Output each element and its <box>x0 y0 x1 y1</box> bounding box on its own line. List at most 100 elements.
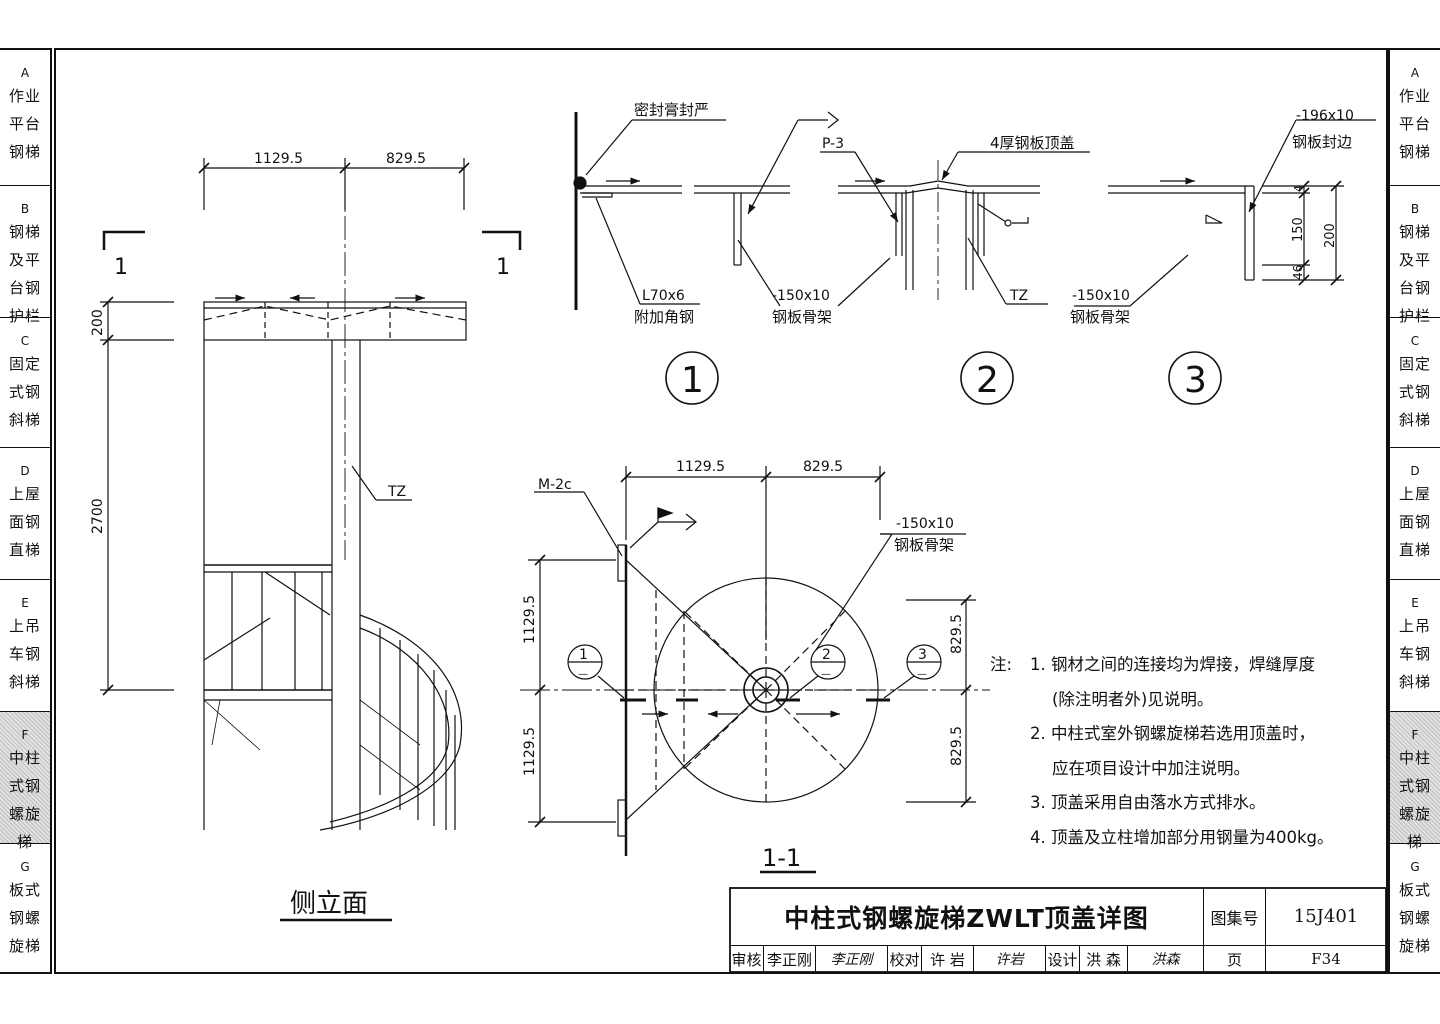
left-tab-letter: E <box>21 596 29 610</box>
elev-dim-right: 829.5 <box>386 151 426 167</box>
reviewer-signature: 李正刚 <box>816 946 888 972</box>
left-tab-e[interactable]: E 上吊车钢斜梯 <box>0 580 50 712</box>
left-tab-text: 斜梯 <box>8 411 41 429</box>
plan-ref-3-dash: — <box>917 669 927 680</box>
left-tab-text: 面钢 <box>8 513 41 531</box>
right-tab-letter: D <box>1410 464 1420 478</box>
checker-name: 许 岩 <box>922 946 974 972</box>
right-tab-text: 上屋 <box>1398 485 1431 503</box>
right-tab-text: 面钢 <box>1398 513 1431 531</box>
right-tab-text: 斜梯 <box>1398 411 1431 429</box>
d3-edge-name: 钢板封边 <box>1292 133 1352 151</box>
check-label: 校对 <box>888 946 922 972</box>
right-tab-text: 梯 <box>1406 833 1423 851</box>
right-tab-letter: F <box>1411 728 1419 742</box>
d3-dim-200: 200 <box>1323 223 1338 248</box>
plan-dim-left-upper: 1129.5 <box>522 595 538 644</box>
right-tab-text: 及平 <box>1398 251 1431 269</box>
left-tab-text: 旋梯 <box>8 937 41 955</box>
right-tab-text: 钢螺 <box>1398 909 1431 927</box>
right-tab-d[interactable]: D 上屋面钢直梯 <box>1390 448 1440 580</box>
plan-dim-top-right: 829.5 <box>803 459 843 475</box>
plan-ref-2: 2 <box>822 647 831 663</box>
plan-ref-3: 3 <box>918 647 927 663</box>
notes-prefix: 注: <box>990 655 1013 674</box>
page-label: 页 <box>1204 946 1266 972</box>
d1-angle-spec: L70x6 <box>642 288 685 304</box>
plan-dim-top-left: 1129.5 <box>676 459 725 475</box>
detail-marker-1-label: 1 <box>681 360 704 401</box>
d2-column-label: TZ <box>1009 288 1028 304</box>
right-tab-text: 台钢 <box>1398 279 1431 297</box>
note-1-line-2: (除注明者外)见说明。 <box>1052 689 1214 709</box>
left-tab-text: 钢螺 <box>8 909 41 927</box>
d3-frame-name: 钢板骨架 <box>1070 308 1130 326</box>
side-elevation <box>100 158 522 922</box>
right-tab-text: 式钢 <box>1398 383 1431 401</box>
reviewer-name: 李正刚 <box>764 946 816 972</box>
left-tab-text: 钢梯 <box>8 143 41 161</box>
left-tab-letter: D <box>20 464 30 478</box>
note-3: 3. 顶盖采用自由落水方式排水。 <box>990 786 1380 821</box>
d3-dim-46: 46 <box>1291 265 1305 280</box>
left-tab-text: 护栏 <box>8 307 41 325</box>
right-tab-text: 钢梯 <box>1398 223 1431 241</box>
left-tab-text: 斜梯 <box>8 673 41 691</box>
detail-marker-1 <box>665 351 719 405</box>
elev-dim-2700: 2700 <box>90 498 106 534</box>
right-tab-letter: G <box>1410 860 1420 874</box>
left-tab-letter: B <box>20 202 30 216</box>
plan-ref-2-dash: — <box>821 669 831 680</box>
note-3-line-1: 顶盖采用自由落水方式排水。 <box>1051 793 1266 812</box>
detail-1 <box>573 111 839 310</box>
left-tab-text: 上吊 <box>8 617 41 635</box>
design-label: 设计 <box>1046 946 1080 972</box>
right-tab-text: 护栏 <box>1398 307 1431 325</box>
right-tab-text: 式钢 <box>1398 777 1431 795</box>
right-tab-text: 直梯 <box>1398 541 1431 559</box>
right-tab-letter: C <box>1410 334 1420 348</box>
detail-marker-3 <box>1168 351 1222 405</box>
note-1: 注: 1. 钢材之间的连接均为焊接，焊缝厚度 <box>990 648 1380 683</box>
designer-signature: 洪森 <box>1128 946 1204 972</box>
plan-dim-left-lower: 1129.5 <box>522 727 538 776</box>
d1-angle-name: 附加角钢 <box>634 308 694 326</box>
left-tab-text: 直梯 <box>8 541 41 559</box>
title-block: 中柱式钢螺旋梯ZWLT顶盖详图 图集号 15J401 审核 李正刚 李正刚 校对… <box>730 888 1386 972</box>
detail-marker-2-label: 2 <box>976 360 999 401</box>
left-tab-letter: A <box>20 66 30 80</box>
plan-dim-right-upper: 829.5 <box>949 614 965 654</box>
left-tab-text: 及平 <box>8 251 41 269</box>
right-tab-text: 斜梯 <box>1398 673 1431 691</box>
left-tab-text: 车钢 <box>8 645 41 663</box>
elev-dim-200: 200 <box>90 309 106 336</box>
d2-cover-label: 4厚钢板顶盖 <box>990 134 1075 152</box>
note-4-num: 4. <box>1030 827 1046 847</box>
detail-marker-2 <box>960 351 1014 405</box>
elev-column-label: TZ <box>387 484 406 500</box>
note-1-num: 1. <box>1030 655 1046 674</box>
plan-frame-spec: -150x10 <box>896 516 954 532</box>
drawing-title: 中柱式钢螺旋梯ZWLT顶盖详图 <box>730 888 1204 946</box>
atlas-value: 15J401 <box>1266 888 1386 946</box>
left-tab-letter: C <box>20 334 30 348</box>
right-tab-text: 螺旋 <box>1398 805 1431 823</box>
left-tab-text: 式钢 <box>8 383 41 401</box>
page-value: F34 <box>1311 950 1341 968</box>
drawing-frame <box>54 48 1388 974</box>
